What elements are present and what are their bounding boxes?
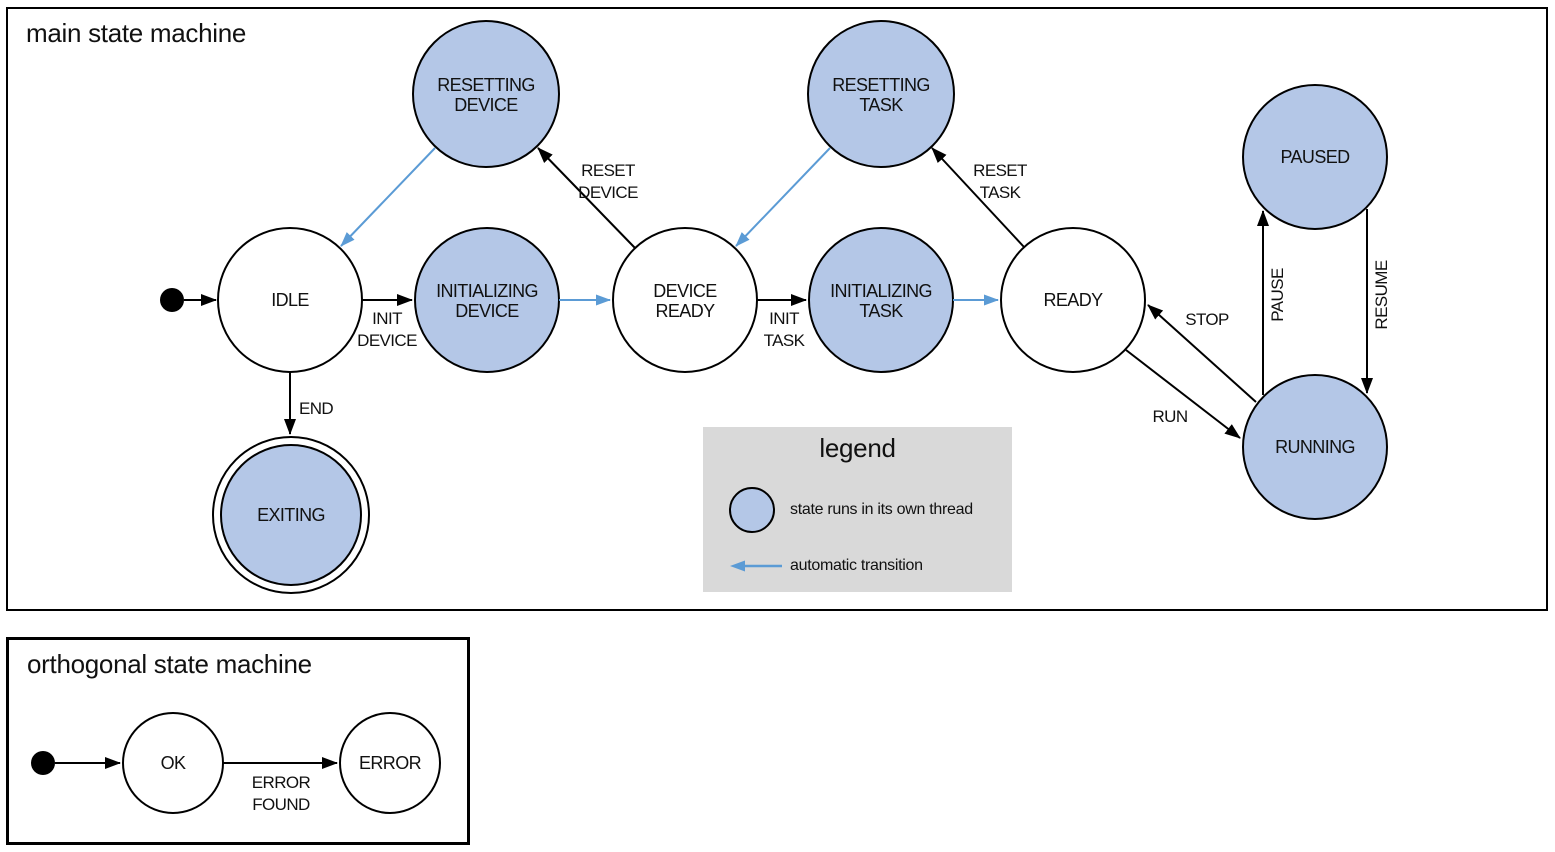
transition-device-ready-to-resetting-device bbox=[537, 147, 636, 249]
initial-state-dot-orthogonal bbox=[31, 751, 55, 775]
label-init-task-line1: INIT bbox=[769, 309, 799, 328]
label-stop: STOP bbox=[1185, 310, 1229, 329]
legend-automatic-transition-label: automatic transition bbox=[790, 557, 923, 574]
label-reset-device-line1: RESET bbox=[581, 161, 635, 180]
transition-running-to-ready bbox=[1147, 304, 1257, 403]
label-init-device-line2: DEVICE bbox=[357, 331, 417, 350]
state-resetting-task bbox=[807, 20, 955, 168]
label-end: END bbox=[299, 399, 333, 418]
state-error bbox=[339, 712, 441, 814]
main-state-machine-box: main state machine bbox=[6, 7, 1548, 611]
state-resetting-device-label-line2: DEVICE bbox=[454, 95, 518, 115]
orthogonal-state-machine-box: orthogonal state machine bbox=[6, 637, 470, 845]
label-reset-task-line1: RESET bbox=[973, 161, 1027, 180]
state-paused bbox=[1242, 84, 1388, 230]
label-reset-device-line2: DEVICE bbox=[578, 183, 638, 202]
transition-ready-to-resetting-task bbox=[931, 147, 1025, 248]
label-error-found-line1: ERROR bbox=[252, 773, 311, 792]
initial-state-dot-main bbox=[160, 288, 184, 312]
state-resetting-task-label-line2: TASK bbox=[859, 95, 903, 115]
legend-threaded-state-swatch-icon bbox=[729, 487, 775, 533]
label-init-device-line1: INIT bbox=[372, 309, 402, 328]
legend-threaded-state-label: state runs in its own thread bbox=[790, 501, 973, 518]
state-running bbox=[1242, 374, 1388, 520]
label-init-task-line2: TASK bbox=[764, 331, 806, 350]
state-resetting-device-label-line1: RESETTING bbox=[437, 75, 535, 95]
state-ready bbox=[1000, 227, 1146, 373]
state-ok-label: OK bbox=[161, 753, 186, 773]
state-running-label: RUNNING bbox=[1275, 437, 1355, 457]
legend-panel: legend state runs in its own thread auto… bbox=[703, 427, 1012, 592]
legend-automatic-transition-arrow-icon bbox=[730, 560, 782, 572]
state-initializing-device-label-line2: DEVICE bbox=[455, 301, 519, 321]
state-device-ready-label-line2: READY bbox=[655, 301, 715, 321]
main-state-machine-title: main state machine bbox=[26, 18, 247, 48]
transition-ready-to-running bbox=[1125, 349, 1241, 439]
state-exiting-label: EXITING bbox=[257, 505, 325, 525]
state-device-ready-label-line1: DEVICE bbox=[653, 281, 717, 301]
legend-title: legend bbox=[819, 433, 896, 463]
transition-resetting-task-to-device-ready bbox=[735, 147, 831, 247]
label-reset-task-line2: TASK bbox=[980, 183, 1022, 202]
transition-resetting-device-to-idle bbox=[340, 147, 436, 247]
label-pause: PAUSE bbox=[1268, 268, 1287, 322]
state-resetting-task-label-line1: RESETTING bbox=[832, 75, 930, 95]
state-error-label: ERROR bbox=[359, 753, 422, 773]
state-exiting bbox=[220, 444, 362, 586]
state-idle-label: IDLE bbox=[271, 290, 309, 310]
state-ready-label: READY bbox=[1043, 290, 1103, 310]
state-resetting-device bbox=[412, 20, 560, 168]
state-initializing-device-label-line1: INITIALIZING bbox=[436, 281, 538, 301]
label-error-found-line2: FOUND bbox=[252, 795, 310, 814]
state-paused-label: PAUSED bbox=[1280, 147, 1350, 167]
label-run: RUN bbox=[1152, 407, 1187, 426]
state-initializing-task-label-line2: TASK bbox=[859, 301, 903, 321]
state-initializing-task-label-line1: INITIALIZING bbox=[830, 281, 932, 301]
label-resume: RESUME bbox=[1372, 260, 1391, 329]
orthogonal-state-machine-title: orthogonal state machine bbox=[27, 649, 312, 679]
